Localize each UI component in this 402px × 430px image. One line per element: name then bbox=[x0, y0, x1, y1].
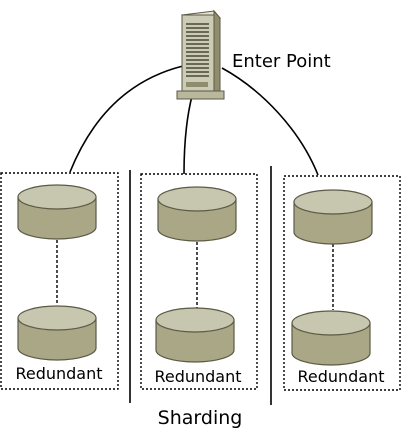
entry-point-label: Enter Point bbox=[232, 51, 331, 72]
database-cylinder-bottom bbox=[17, 305, 97, 361]
connector-shard-3 bbox=[221, 67, 319, 176]
shard-box bbox=[140, 173, 258, 390]
database-cylinder-bottom bbox=[155, 307, 235, 363]
shard-box bbox=[0, 172, 119, 390]
database-cylinder-bottom bbox=[291, 310, 371, 366]
server-icon bbox=[176, 9, 225, 100]
shard-label: Redundant bbox=[154, 367, 241, 386]
connector-shard-1 bbox=[69, 65, 184, 173]
shard-box bbox=[283, 175, 401, 391]
shard-group-3: Redundant bbox=[283, 175, 401, 391]
shard-label: Redundant bbox=[297, 367, 384, 386]
connector-shard-2 bbox=[183, 95, 193, 175]
database-cylinder-top bbox=[17, 184, 97, 240]
shard-label: Redundant bbox=[15, 364, 102, 383]
shard-group-1: Redundant bbox=[0, 172, 119, 390]
database-cylinder-top bbox=[293, 189, 373, 245]
sharding-label: Sharding bbox=[158, 407, 243, 429]
database-cylinder-top bbox=[157, 186, 237, 242]
shard-group-2: Redundant bbox=[140, 173, 258, 390]
